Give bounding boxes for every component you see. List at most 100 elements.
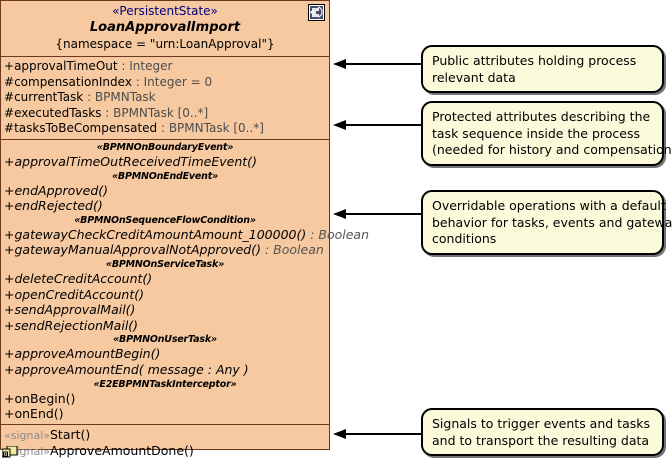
class-name: LoanApprovalImport [89, 20, 241, 35]
attribute-type: Integer = 0 [143, 74, 213, 89]
operation-visibility: + [4, 226, 15, 242]
callout-signals[interactable]: Signals to trigger events and tasks and … [421, 408, 664, 456]
operation-name: approveAmountEnd( message : Any ) [14, 361, 249, 377]
callout-arrow-head-1 [333, 59, 346, 69]
callout-protected-attributes[interactable]: Protected attributes describing the task… [421, 101, 672, 166]
package-icon [1, 445, 18, 461]
class-namespace-tag: {namespace = "urn:LoanApproval"} [55, 37, 275, 51]
operation-name: onEnd() [14, 406, 64, 422]
attribute-separator: : [83, 90, 95, 105]
operation-visibility: + [4, 286, 15, 302]
callout-line: conditions [432, 231, 497, 246]
operation-visibility: + [4, 346, 15, 362]
callout-arrow-line-4 [345, 433, 426, 435]
callout-arrow-head-3 [333, 209, 346, 219]
attribute-name: currentTask [14, 90, 84, 105]
operation-row: +onBegin() [1, 391, 329, 407]
callout-line: behavior for tasks, events and gateway [432, 214, 672, 230]
operation-visibility: + [4, 182, 15, 198]
attribute-type: Integer [129, 59, 173, 73]
callout-arrow-line-3 [345, 213, 426, 215]
callout-overridable-operations[interactable]: Overridable operations with a default be… [421, 190, 672, 255]
operation-row: +endRejected() [1, 198, 329, 214]
operations-compartment: «BPMNOnBoundaryEvent» +approvalTimeOutRe… [1, 138, 369, 424]
operation-visibility: + [4, 390, 15, 406]
operation-name: onBegin() [14, 390, 76, 406]
attribute-row: #compensationIndex : Integer = 0 [1, 75, 329, 91]
operation-row: +openCreditAccount() [1, 287, 329, 303]
operation-visibility: + [4, 270, 15, 286]
attribute-row: +approvalTimeOut : Integer [1, 59, 329, 75]
uml-class-box[interactable]: «PersistentState» LoanApprovalImport {na… [0, 0, 369, 458]
operation-name: sendRejectionMail() [14, 317, 139, 333]
callout-public-attributes[interactable]: Public attributes holding process releva… [421, 45, 664, 93]
attribute-type: BPMNTask [0..*] [113, 105, 209, 120]
signal-stereotype: «signal» [4, 428, 50, 442]
attribute-type: BPMNTask [0..*] [168, 121, 264, 136]
operation-visibility: + [4, 302, 15, 318]
operation-row: +onEnd() [1, 406, 329, 422]
attribute-visibility: # [4, 105, 15, 120]
operation-name: sendApprovalMail() [14, 302, 136, 318]
signal-row: «signal»Start() [1, 427, 329, 444]
operation-row: +approvalTimeOutReceivedTimeEvent() [1, 154, 329, 170]
callout-arrow-line-1 [345, 63, 426, 65]
attribute-row: #currentTask : BPMNTask [1, 90, 329, 106]
callout-line: task sequence inside the process [432, 125, 640, 141]
attribute-visibility: # [4, 74, 15, 89]
signal-row: «signal»ApproveAmountDone() [1, 443, 329, 460]
callout-arrow-head-2 [333, 120, 346, 130]
operation-group-stereotype: «E2EBPMNTaskInterceptor» [93, 378, 237, 390]
attribute-separator: : [131, 74, 144, 89]
operation-name: endApproved() [14, 182, 109, 198]
attribute-type: BPMNTask [94, 90, 156, 105]
operation-visibility: + [4, 361, 15, 377]
operation-row: +gatewayCheckCreditAmountAmount_100000()… [1, 226, 369, 243]
operation-name: approvalTimeOutReceivedTimeEvent() [14, 153, 257, 169]
callout-line: Overridable operations with a default [432, 198, 666, 213]
operation-row: +endApproved() [1, 183, 329, 199]
operation-group-stereotype: «BPMNOnEndEvent» [111, 170, 219, 182]
operation-name: deleteCreditAccount() [14, 270, 153, 286]
attribute-visibility: # [4, 121, 15, 136]
operation-row: +deleteCreditAccount() [1, 271, 329, 287]
operation-visibility: + [4, 406, 15, 422]
operation-name: endRejected() [14, 198, 103, 214]
operation-visibility: + [4, 242, 15, 258]
signal-name: ApproveAmountDone() [50, 443, 194, 459]
signals-compartment: «signal»Start() «signal»ApproveAmountDon… [1, 423, 329, 463]
attributes-compartment: +approvalTimeOut : Integer #compensation… [1, 56, 329, 139]
callout-line: Signals to trigger events and tasks [432, 416, 650, 431]
attribute-name: approvalTimeOut [14, 59, 118, 73]
attribute-row: #executedTasks : BPMNTask [0..*] [1, 106, 329, 122]
attribute-name: tasksToBeCompensated [14, 121, 158, 136]
operation-name: gatewayCheckCreditAmountAmount_100000() [14, 226, 307, 242]
operation-visibility: + [4, 317, 15, 333]
attribute-row: #tasksToBeCompensated : BPMNTask [0..*] [1, 121, 329, 137]
attribute-separator: : [101, 105, 114, 120]
class-stereotype: «PersistentState» [112, 4, 218, 18]
operation-visibility: + [4, 153, 15, 169]
operation-visibility: + [4, 198, 15, 214]
persistent-state-icon [308, 4, 325, 21]
operation-row: +gatewayManualApprovalNotApproved() : Bo… [1, 242, 329, 258]
operation-group-stereotype: «BPMNOnBoundaryEvent» [96, 141, 234, 153]
attribute-separator: : [117, 59, 130, 73]
callout-line: and to transport the resulting data [432, 432, 650, 448]
operation-row: +approveAmountBegin() [1, 346, 329, 362]
operation-group-stereotype: «BPMNOnServiceTask» [105, 258, 225, 270]
callout-line: (needed for history and compensation) [432, 142, 672, 157]
callout-arrow-head-4 [333, 429, 346, 439]
operation-row: +approveAmountEnd( message : Any ) [1, 362, 329, 378]
attribute-visibility: + [4, 59, 15, 73]
operation-row: +sendRejectionMail() [1, 318, 329, 334]
callout-line: Protected attributes describing the [432, 109, 651, 124]
attribute-name: executedTasks [14, 105, 102, 120]
operation-group-stereotype: «BPMNOnUserTask» [113, 334, 217, 346]
attribute-separator: : [157, 121, 169, 136]
operation-group-stereotype: «BPMNOnSequenceFlowCondition» [74, 214, 256, 226]
callout-arrow-line-2 [345, 124, 426, 126]
operation-row: +sendApprovalMail() [1, 302, 329, 318]
operation-name: openCreditAccount() [14, 286, 144, 302]
operation-name: approveAmountBegin() [14, 346, 161, 362]
